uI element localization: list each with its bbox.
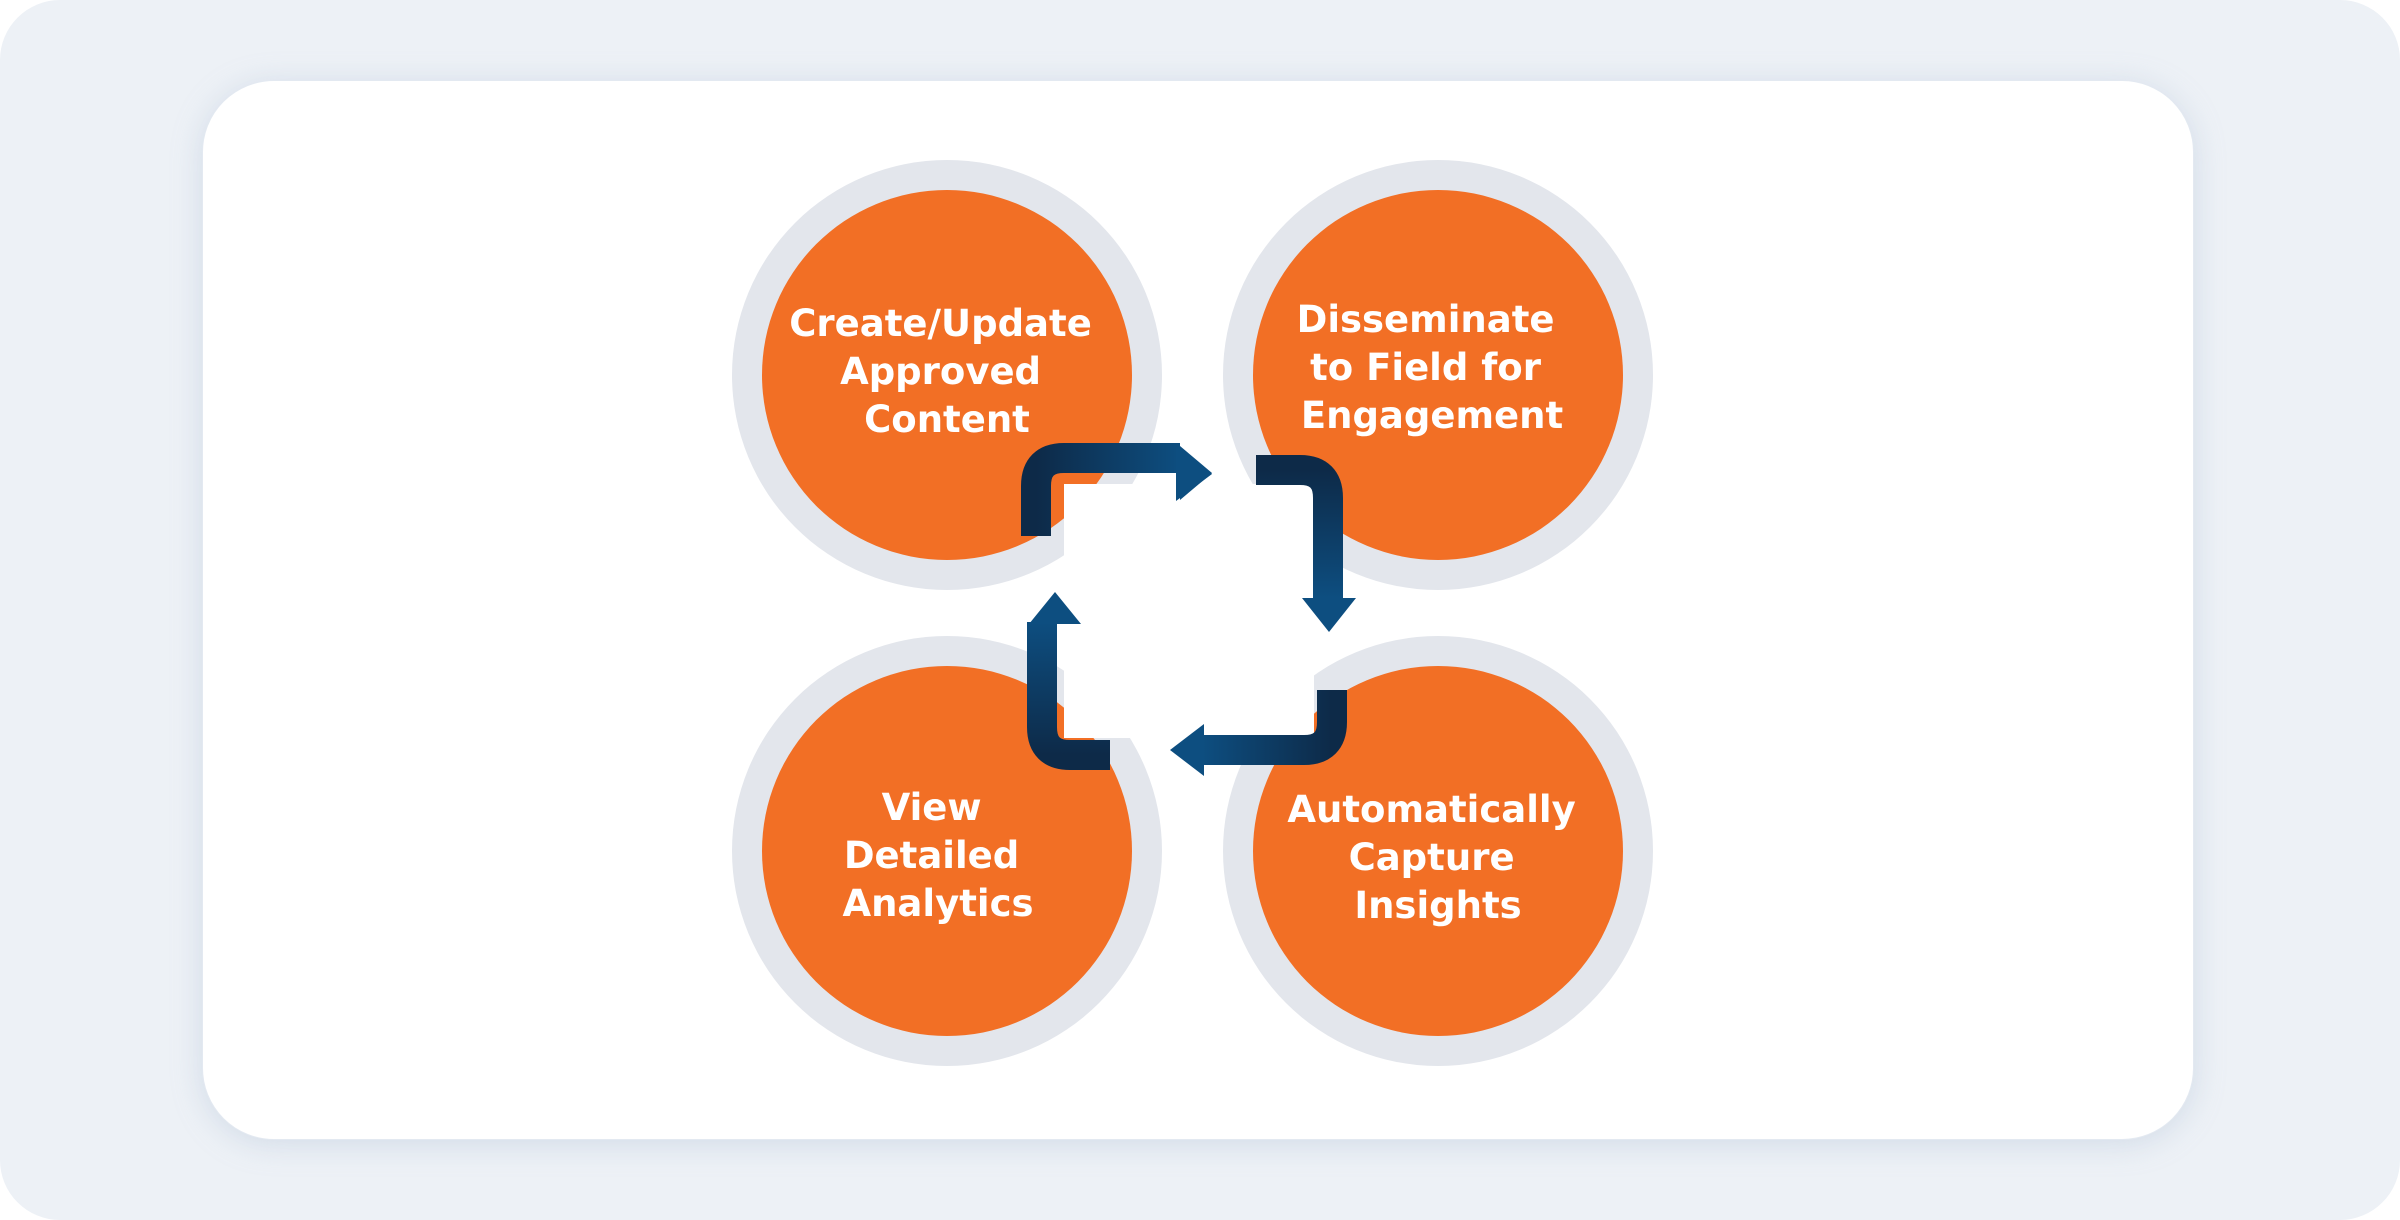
label-line: Insights	[1354, 884, 1521, 927]
arrow-down-icon	[1256, 455, 1356, 632]
circle-fill	[1253, 666, 1623, 1036]
label-line: Approved	[840, 350, 1041, 393]
arrow-up-icon	[1027, 592, 1110, 770]
label-line: Create/Update	[789, 302, 1092, 345]
label-line: to Field for	[1310, 346, 1542, 389]
cycle-center	[1064, 484, 1314, 738]
arrow-right-icon	[1021, 443, 1212, 536]
step-label-analytics: View Detailed Analytics	[842, 786, 1033, 925]
step-label-capture: Automatically Capture Insights	[1287, 788, 1588, 927]
label-line: Engagement	[1301, 394, 1563, 437]
label-line: Analytics	[842, 882, 1033, 925]
step-label-create: Create/Update Approved Content	[789, 302, 1104, 441]
label-line: Detailed	[844, 834, 1019, 877]
circle-fill	[1253, 190, 1623, 560]
label-line: View	[882, 786, 982, 829]
arrow-left-icon	[1170, 690, 1347, 776]
label-line: Capture	[1349, 836, 1515, 879]
label-line: Content	[864, 398, 1030, 441]
step-label-disseminate: Disseminate to Field for Engagement	[1297, 298, 1568, 437]
label-line: Automatically	[1287, 788, 1575, 831]
label-line: Disseminate	[1297, 298, 1555, 341]
